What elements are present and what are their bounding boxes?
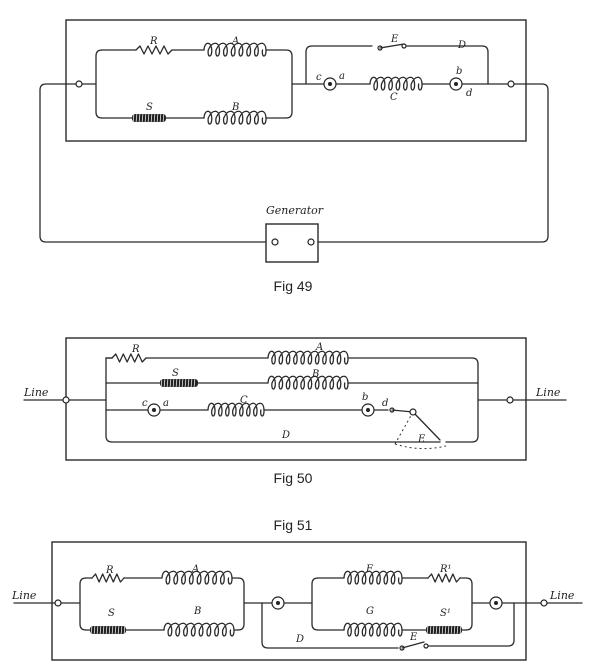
- fig49-generator-label: Generator: [266, 204, 324, 217]
- fig49-coil-b: [203, 110, 267, 125]
- fig50-line-left-label: Line: [23, 386, 49, 399]
- fig49-label-e: E: [390, 34, 399, 45]
- fig51-board: [51, 541, 527, 661]
- fig50-resistor-r: [111, 353, 147, 363]
- fig49-board: [65, 19, 527, 142]
- fig51-label-b: B: [193, 606, 201, 617]
- fig51-coil-b: [163, 622, 235, 637]
- fig49-coil-a: [203, 42, 267, 57]
- fig50-left-bus: [105, 357, 113, 443]
- fig50-label-a: A: [315, 342, 323, 353]
- fig51-label-r1: R¹: [439, 564, 452, 575]
- fig50-terminal-left: [62, 396, 70, 404]
- fig50-shunt-s: [160, 377, 198, 389]
- fig49-gen-terminal-right: [307, 238, 315, 246]
- fig50-right-bus: [471, 363, 567, 443]
- fig51-resistor-r: [91, 573, 125, 583]
- fig50-terminal-right: [506, 396, 514, 404]
- fig49-label-b-small: b: [456, 66, 462, 77]
- fig50-caption: Fig 50: [274, 470, 313, 486]
- fig51-shunt-s1: [426, 624, 462, 636]
- fig50-diagram: Line Line R A S B C D E c a b d Fig 50: [23, 337, 567, 486]
- fig49-branch-bottom: [101, 110, 287, 125]
- fig50-label-b: B: [311, 369, 319, 380]
- fig51-label-s1: S¹: [440, 608, 451, 619]
- fig50-terminal-b: [361, 403, 375, 417]
- fig51-terminal-right: [540, 599, 548, 607]
- fig49-caption: Fig 49: [274, 278, 313, 294]
- fig49-branch-top: [101, 42, 293, 119]
- fig51-switch-e: [399, 641, 429, 651]
- fig51-terminal-mid: [271, 596, 285, 610]
- fig49-terminal-b: [449, 77, 463, 91]
- fig50-label-a-small: a: [163, 398, 169, 409]
- fig49-label-c: C: [390, 92, 398, 103]
- fig49-label-b: B: [231, 102, 239, 113]
- fig51-shunt-s: [90, 624, 126, 636]
- fig49-d-wire: [405, 45, 489, 85]
- fig50-label-c: C: [240, 395, 248, 406]
- fig50-label-d: D: [281, 430, 290, 441]
- fig49-resistor-r: [135, 45, 173, 55]
- fig51-coil-g: [343, 622, 403, 637]
- fig49-coil-c: [369, 76, 423, 91]
- fig51-line-right-label: Line: [549, 589, 575, 602]
- fig51-label-r: R: [105, 565, 114, 576]
- fig49-label-d: D: [457, 40, 466, 51]
- fig51-d-wire: [261, 602, 399, 649]
- fig50-label-r: R: [131, 344, 140, 355]
- fig51-caption: Fig 51: [274, 517, 313, 533]
- fig51-diagram: Fig 51: [11, 517, 583, 661]
- fig50-label-s: S: [172, 368, 179, 379]
- fig51-label-g: G: [366, 606, 374, 617]
- fig51-left-bus: [79, 577, 87, 631]
- fig50-terminal-a: [147, 403, 161, 417]
- fig49-label-d-small: d: [466, 88, 472, 99]
- fig50-coil-a: [267, 350, 349, 365]
- fig49-e-wire: [305, 45, 373, 85]
- fig49-ext-left: [39, 83, 267, 243]
- fig51-label-f: F: [365, 564, 374, 575]
- fig51-resistor-r1: [427, 573, 461, 583]
- fig50-label-e: E: [417, 434, 426, 445]
- fig51-terminal-left: [54, 599, 62, 607]
- fig50-coil-b: [267, 375, 349, 390]
- fig50-label-b-small: b: [362, 392, 368, 403]
- fig49-shunt-s: [132, 112, 166, 124]
- fig51-label-d: D: [295, 634, 304, 645]
- fig51-terminal-right-inner: [489, 596, 503, 610]
- fig49-label-r: R: [149, 36, 158, 47]
- fig49-ext-right: [317, 83, 549, 243]
- fig50-coil-c: [207, 402, 265, 417]
- fig50-switch-e: [389, 407, 447, 450]
- fig49-label-a: A: [231, 36, 239, 47]
- fig49-diagram: R A S B E D C c a b d Generator Fig 49: [39, 19, 549, 294]
- fig49-terminal-right: [507, 80, 515, 88]
- fig49-label-a-small: a: [339, 71, 345, 82]
- fig51-label-e: E: [409, 632, 418, 643]
- fig49-terminal-left: [75, 80, 83, 88]
- fig51-mid-bus: [311, 577, 319, 631]
- fig51-label-s: S: [108, 608, 115, 619]
- fig51-coil-f: [343, 570, 403, 585]
- fig49-label-c-small: c: [316, 72, 322, 83]
- fig51-label-a: A: [191, 564, 199, 575]
- fig50-label-d-small: d: [382, 398, 388, 409]
- fig51-line-left-label: Line: [11, 589, 37, 602]
- fig50-label-c-small: c: [142, 398, 148, 409]
- fig49-generator-box: [265, 223, 319, 263]
- fig49-label-s: S: [146, 102, 153, 113]
- fig49-gen-terminal-left: [271, 238, 279, 246]
- fig51-coil-a: [161, 570, 233, 585]
- fig50-line-right-label: Line: [535, 386, 561, 399]
- fig49-terminal-a: [323, 77, 337, 91]
